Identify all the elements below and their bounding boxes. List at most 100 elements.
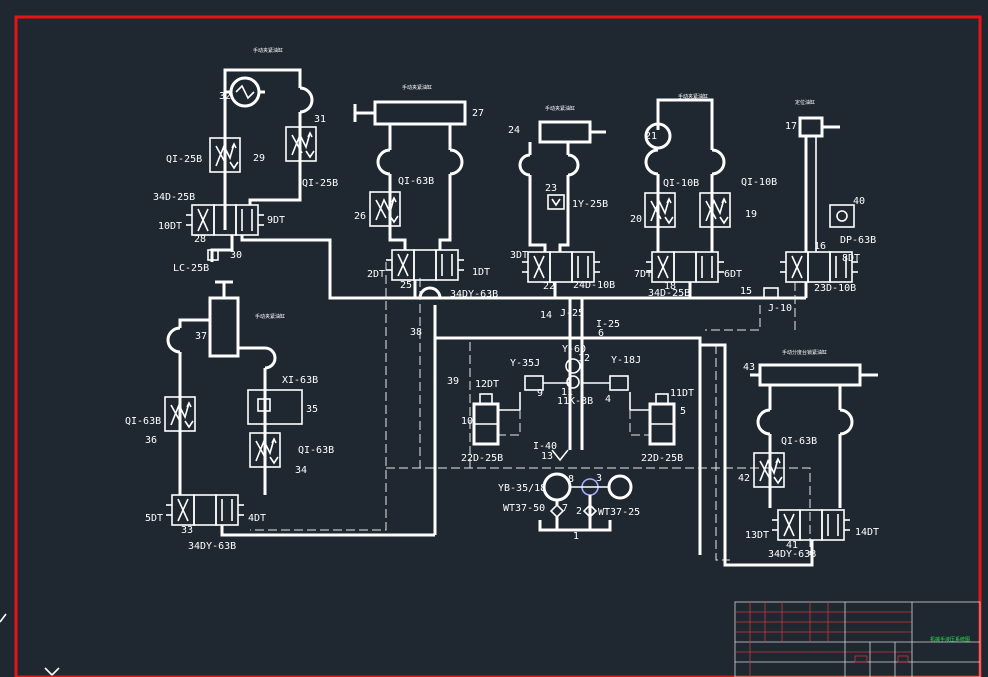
label-36: 36 bbox=[145, 435, 157, 446]
label-42: 42 bbox=[738, 473, 750, 484]
directional-valve-icon bbox=[385, 249, 465, 281]
label-30: 30 bbox=[230, 250, 242, 261]
flow-valve-icon bbox=[644, 192, 676, 228]
directional-valve-icon bbox=[521, 251, 601, 283]
pressure-relay-15 bbox=[763, 287, 779, 299]
label-7: 7 bbox=[562, 503, 568, 514]
label-35: 35 bbox=[306, 404, 318, 415]
pressure-gauge-12 bbox=[565, 358, 581, 374]
label-34: 34 bbox=[295, 465, 307, 476]
label-10dt: 10DT bbox=[158, 221, 182, 232]
label-23: 23 bbox=[545, 183, 557, 194]
label-13dt: 13DT bbox=[745, 530, 769, 541]
svg-text:手动夹紧油缸: 手动夹紧油缸 bbox=[678, 93, 708, 100]
main-lines bbox=[418, 286, 806, 555]
circuit-16-17: 定位油缸 bbox=[779, 99, 859, 298]
label-39: 39 bbox=[447, 376, 459, 387]
label-42-model: QI-63B bbox=[781, 436, 817, 447]
label-9-model: Y-35J bbox=[510, 358, 540, 369]
label-8dt: 8DT bbox=[842, 253, 860, 264]
circuit-26-27: 手动夹紧油缸 bbox=[353, 84, 467, 298]
label-3: 3 bbox=[596, 473, 602, 484]
label-5: 5 bbox=[680, 406, 686, 417]
pump-station bbox=[472, 358, 676, 532]
label-9: 9 bbox=[537, 388, 543, 399]
svg-text:机械手液压系统图: 机械手液压系统图 bbox=[930, 636, 970, 643]
directional-valve-icon bbox=[771, 509, 851, 541]
label-31-model: QI-25B bbox=[302, 178, 338, 189]
label-valve25-model: 34DY-63B bbox=[450, 289, 498, 300]
label-2: 2 bbox=[576, 506, 582, 517]
cylinder-24 bbox=[538, 120, 592, 144]
circuit-22-24: 手动夹紧油缸 bbox=[518, 105, 606, 298]
label-34-model: QI-63B bbox=[298, 445, 334, 456]
label-2dt: 2DT bbox=[367, 269, 385, 280]
label-26-model: QI-63B bbox=[398, 176, 434, 187]
label-10-model: 22D-25B bbox=[461, 453, 503, 464]
check-valve-35 bbox=[247, 389, 303, 425]
label-32: 32 bbox=[219, 91, 231, 102]
label-1dt: 1DT bbox=[472, 267, 490, 278]
label-22: 22 bbox=[543, 281, 555, 292]
label-2-model: WT37-25 bbox=[598, 507, 640, 518]
gauge-switch-11 bbox=[566, 375, 580, 389]
title-block: 机械手液压系统图 bbox=[734, 601, 981, 677]
circuit-18-21: 手动夹紧油缸 bbox=[644, 93, 731, 298]
label-27: 27 bbox=[472, 108, 484, 119]
motor-m bbox=[607, 474, 633, 500]
cylinder-43 bbox=[758, 363, 862, 387]
label-21: 21 bbox=[645, 131, 657, 142]
motor-21-icon bbox=[644, 122, 672, 150]
label-7dt: 7DT bbox=[634, 269, 652, 280]
label-14-model: J-25 bbox=[560, 308, 584, 319]
label-13: 13 bbox=[541, 451, 553, 462]
label-valve18-model: 34D-25B bbox=[648, 288, 690, 299]
label-4-model: Y-18J bbox=[611, 355, 641, 366]
relief-valve-4 bbox=[609, 375, 629, 391]
label-14dt: 14DT bbox=[855, 527, 879, 538]
svg-text:手动夹紧油缸: 手动夹紧油缸 bbox=[253, 47, 283, 54]
label-36-model: QI-63B bbox=[125, 416, 161, 427]
label-11-model: 11K-3B bbox=[557, 396, 593, 407]
label-18: 18 bbox=[664, 281, 676, 292]
label-35-model: XI-63B bbox=[282, 375, 318, 386]
label-15-model: J-10 bbox=[768, 303, 792, 314]
svg-text:定位油缸: 定位油缸 bbox=[795, 99, 815, 106]
label-12dt: 12DT bbox=[475, 379, 499, 390]
circuit-33-37: 手动夹紧油缸 bbox=[164, 280, 435, 537]
svg-text:手动夹紧油缸: 手动夹紧油缸 bbox=[402, 84, 432, 91]
label-28: 28 bbox=[194, 234, 206, 245]
drawing-frame bbox=[14, 15, 982, 677]
label-41: 41 bbox=[786, 540, 798, 551]
label-5dt: 5DT bbox=[145, 513, 163, 524]
label-20-model: QI-10B bbox=[663, 178, 699, 189]
label-40: 40 bbox=[853, 196, 865, 207]
label-19: 19 bbox=[745, 209, 757, 220]
directional-valve-icon bbox=[645, 251, 725, 283]
circuit-41-43: 手动分度台锁紧油缸 bbox=[700, 343, 878, 567]
label-6-model: I-25 bbox=[596, 319, 620, 330]
label-26: 26 bbox=[354, 211, 366, 222]
label-29-model: QI-25B bbox=[166, 154, 202, 165]
pressure-switch-23 bbox=[547, 194, 565, 210]
label-4: 4 bbox=[605, 394, 611, 405]
cylinder-17 bbox=[798, 116, 824, 138]
flow-valve-icon bbox=[699, 192, 731, 228]
label-17: 17 bbox=[785, 121, 797, 132]
label-1: 1 bbox=[573, 531, 579, 542]
label-19-model: QI-10B bbox=[741, 177, 777, 188]
label-11dt: 11DT bbox=[670, 388, 694, 399]
label-12: 12 bbox=[578, 353, 590, 364]
label-valve22-model: 24D-10B bbox=[573, 280, 615, 291]
label-6: 6 bbox=[598, 328, 604, 339]
flow-valve-icon bbox=[369, 191, 401, 227]
label-valve33-model: 34DY-63B bbox=[188, 541, 236, 552]
label-31: 31 bbox=[314, 114, 326, 125]
label-33: 33 bbox=[181, 525, 193, 536]
svg-text:手动夹紧油缸: 手动夹紧油缸 bbox=[255, 313, 285, 320]
label-6dt: 6DT bbox=[724, 269, 742, 280]
label-valve28-model: 34D-25B bbox=[153, 192, 195, 203]
svg-text:手动夹紧油缸: 手动夹紧油缸 bbox=[545, 105, 575, 112]
label-11: 11 bbox=[561, 387, 573, 398]
